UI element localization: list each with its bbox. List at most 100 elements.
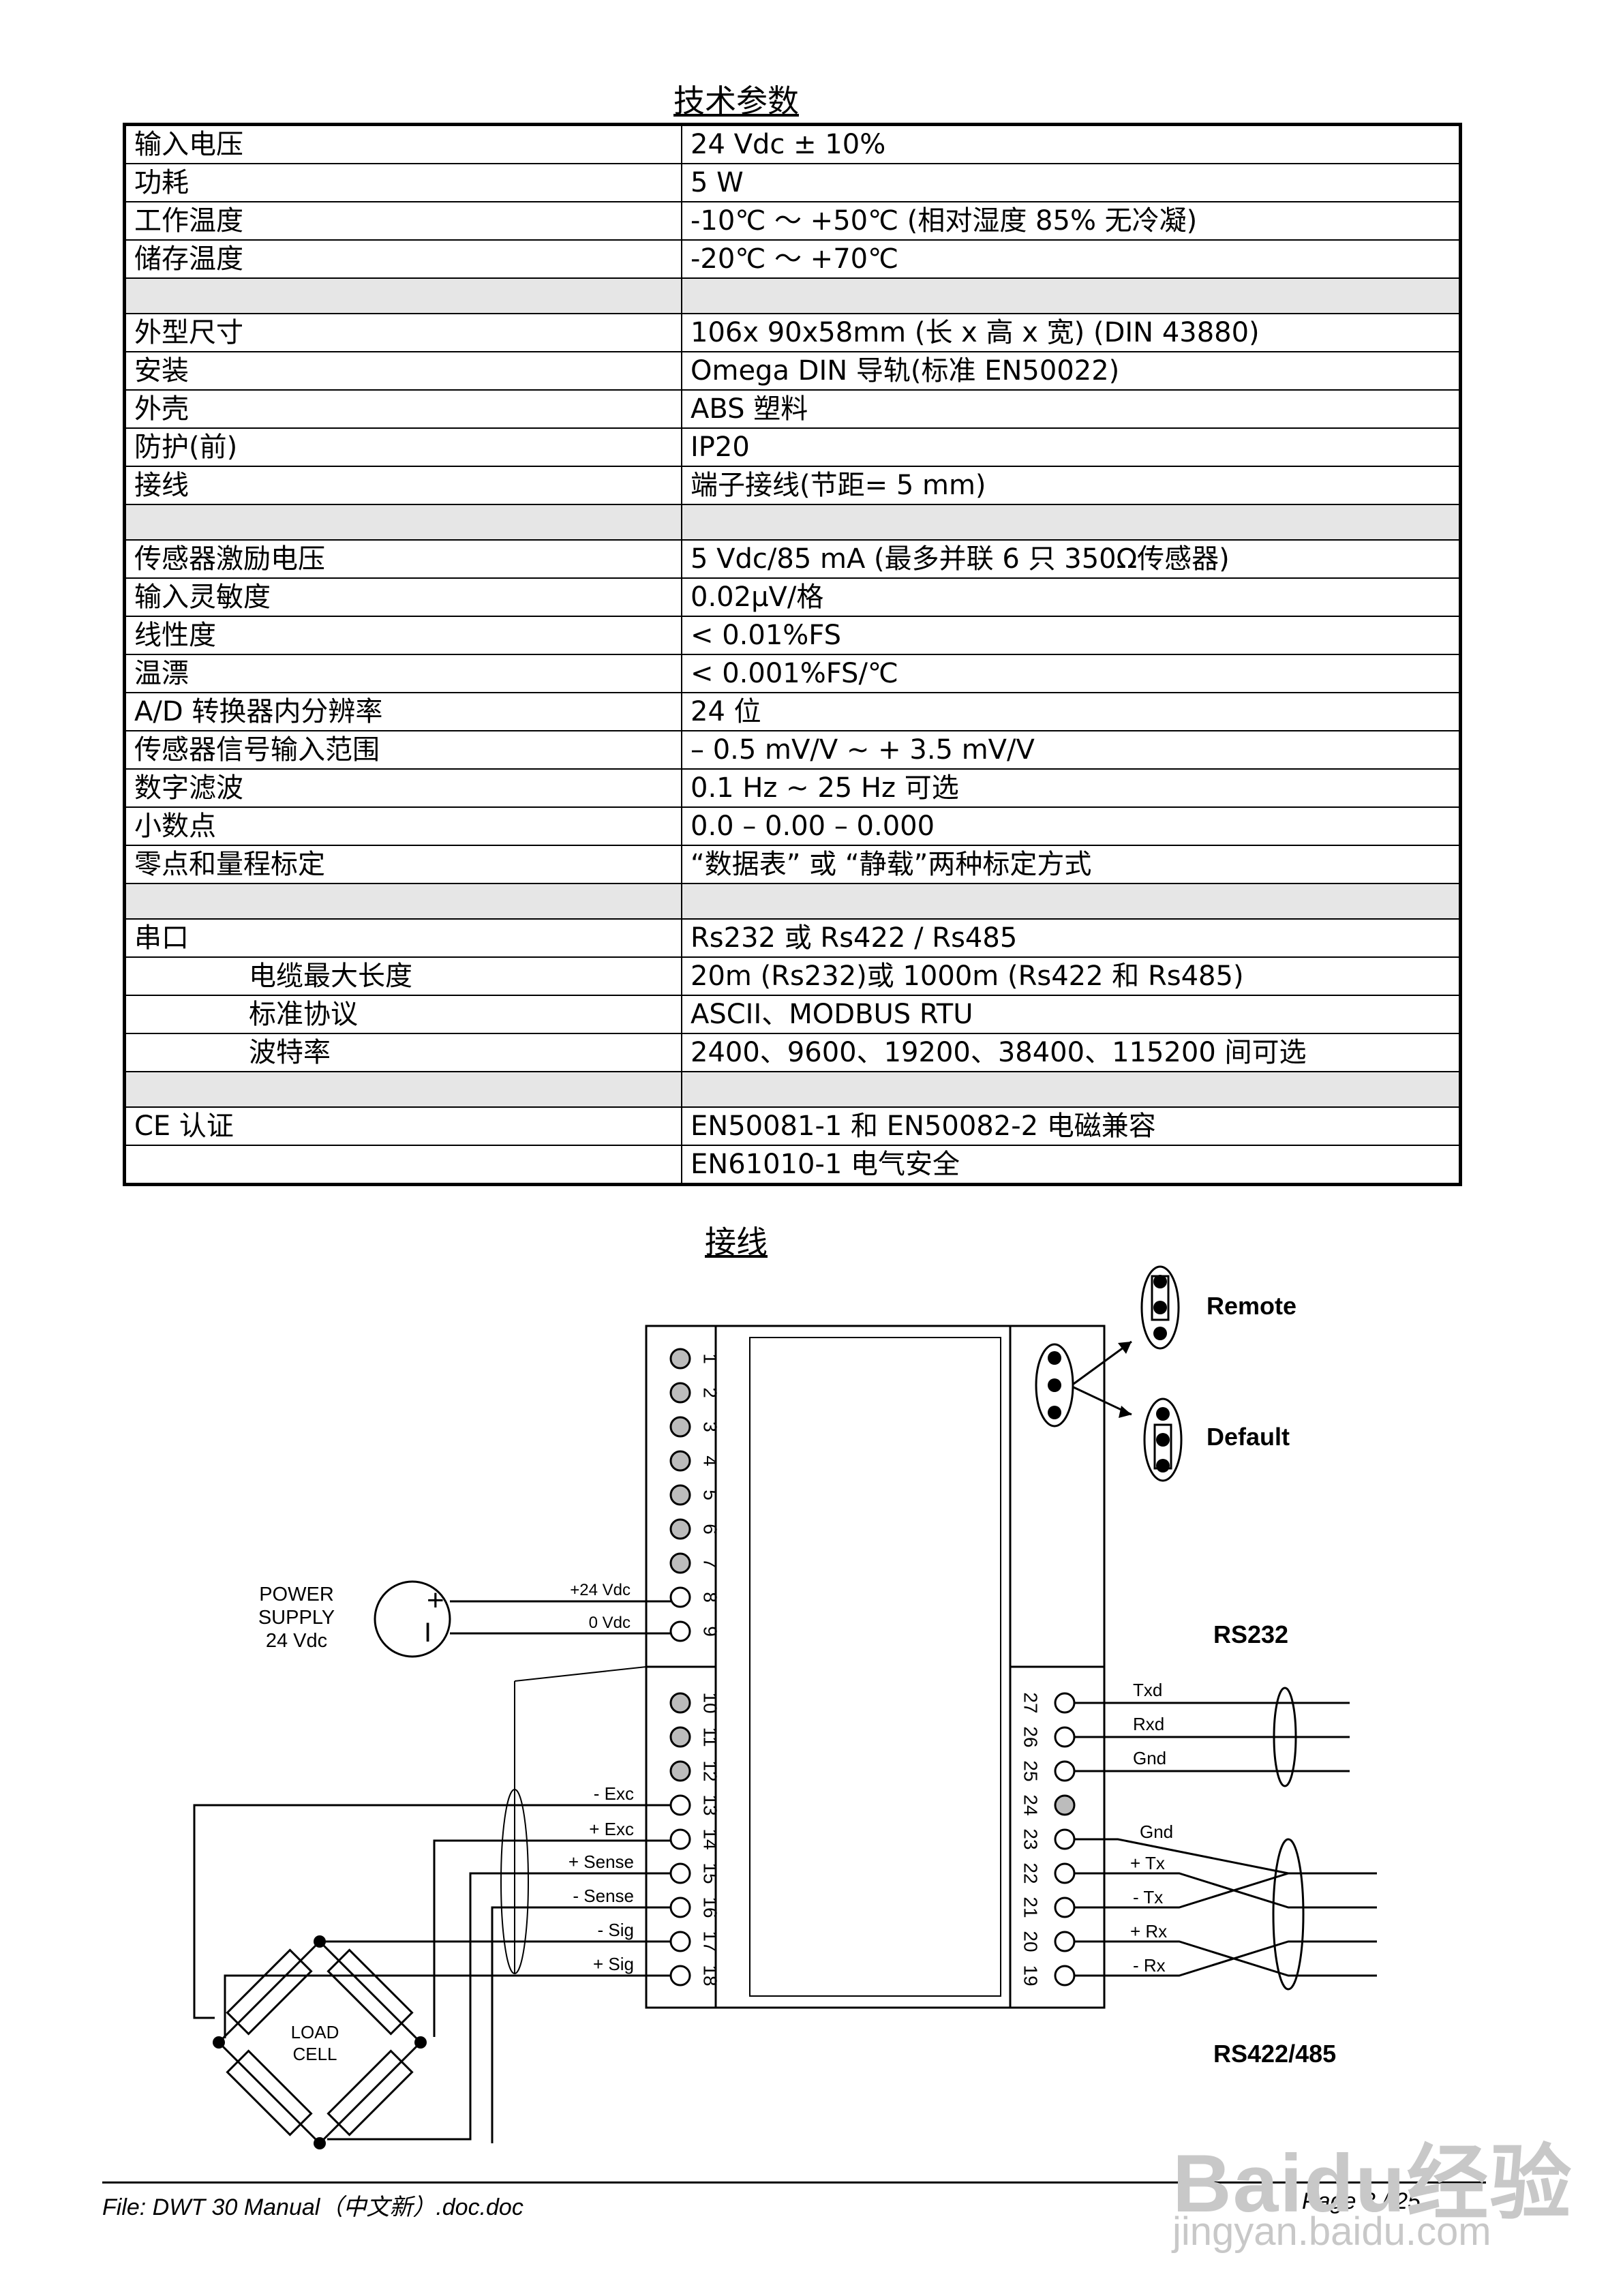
spec-row: 零点和量程标定“数据表” 或 “静载”两种标定方式 — [123, 845, 1461, 884]
spec-label — [123, 1071, 682, 1108]
terminal-hole — [669, 1828, 691, 1850]
spec-value: Omega DIN 导轨(标准 EN50022) — [681, 351, 1461, 391]
wire-label: + Exc — [589, 1819, 634, 1839]
remote-label: Remote — [1207, 1292, 1296, 1320]
spec-value: -10℃ ～ +50℃ (相对湿度 85% 无冷凝) — [681, 201, 1461, 241]
jumper-socket — [1035, 1343, 1074, 1428]
spec-label: 防护(前) — [123, 427, 682, 467]
spec-label: 标准协议 — [123, 995, 682, 1034]
wire-label: Rxd — [1133, 1714, 1164, 1734]
wire-label: Gnd — [1140, 1822, 1173, 1842]
wire-label: - Sense — [573, 1886, 634, 1906]
terminal-number: 27 — [1020, 1692, 1042, 1713]
terminal-number: 15 — [700, 1862, 721, 1884]
spec-title: 技术参数 — [673, 82, 799, 119]
spec-label: 传感器激励电压 — [123, 539, 682, 579]
spec-value: EN50081-1 和 EN50082-2 电磁兼容 — [681, 1106, 1461, 1146]
terminal-number: 3 — [700, 1421, 721, 1432]
spec-label: 外型尺寸 — [123, 313, 682, 352]
footer-file: File: DWT 30 Manual（中文新）.doc.doc — [102, 2194, 524, 2220]
terminal-number: 10 — [700, 1692, 721, 1713]
wire-label: +24 Vdc — [570, 1581, 631, 1599]
power-supply-label: 24 Vdc — [266, 1630, 327, 1652]
terminal-hole — [669, 1382, 691, 1404]
spec-label — [123, 277, 682, 314]
spec-value: 5 W — [681, 163, 1461, 202]
wire-label: + Sig — [593, 1954, 634, 1974]
spec-value: 0.02μV/格 — [681, 577, 1461, 617]
spec-label: 安装 — [123, 351, 682, 391]
spec-label: 输入灵敏度 — [123, 577, 682, 617]
rs232-title: RS232 — [1213, 1620, 1288, 1648]
terminal-hole — [669, 1862, 691, 1884]
terminal-hole — [1054, 1897, 1076, 1918]
display-window — [749, 1337, 1001, 1997]
terminal-hole — [1054, 1862, 1076, 1884]
power-supply-label: SUPPLY — [258, 1607, 335, 1629]
spec-value — [681, 1071, 1461, 1108]
spec-label: 波特率 — [123, 1033, 682, 1072]
terminal-hole — [669, 1416, 691, 1438]
spec-value: 24 Vdc ± 10% — [681, 123, 1461, 164]
spec-label — [123, 1145, 682, 1185]
spec-label: 输入电压 — [123, 123, 682, 164]
spec-value: 2400、9600、19200、38400、115200 间可选 — [681, 1033, 1461, 1072]
spec-row: 工作温度-10℃ ～ +50℃ (相对湿度 85% 无冷凝) — [123, 201, 1461, 241]
default-label: Default — [1207, 1423, 1290, 1451]
terminal-number: 18 — [700, 1965, 721, 1986]
power-supply-symbol — [374, 1580, 451, 1658]
spec-separator-row — [123, 277, 1461, 314]
terminal-number: 25 — [1020, 1760, 1042, 1781]
terminal-hole — [669, 1552, 691, 1574]
terminal-number: 2 — [700, 1387, 721, 1398]
wire-label: + Rx — [1130, 1921, 1167, 1942]
spec-value: 0.0 – 0.00 – 0.000 — [681, 806, 1461, 846]
rs485-title: RS422/485 — [1213, 2040, 1336, 2068]
spec-value: – 0.5 mV/V ~ + 3.5 mV/V — [681, 730, 1461, 770]
terminal-number: 4 — [700, 1455, 721, 1466]
spec-value: ABS 塑料 — [681, 389, 1461, 429]
spec-value — [681, 883, 1461, 920]
wire-label: Txd — [1133, 1680, 1162, 1700]
wire-label: + Sense — [568, 1852, 634, 1872]
terminal-number: 11 — [700, 1727, 721, 1747]
terminal-number: 12 — [700, 1760, 721, 1781]
terminal-hole — [1054, 1726, 1076, 1748]
spec-label — [123, 883, 682, 920]
terminal-number: 9 — [700, 1626, 721, 1637]
jumper-default — [1143, 1398, 1183, 1482]
terminal-hole — [669, 1692, 691, 1714]
spec-row: 线性度< 0.01%FS — [123, 616, 1461, 655]
terminal-number: 8 — [700, 1592, 721, 1603]
spec-value: EN61010-1 电气安全 — [681, 1145, 1461, 1185]
wire-label: 0 Vdc — [589, 1614, 631, 1632]
wire-label: - Exc — [594, 1783, 634, 1804]
spec-value: < 0.001%FS/℃ — [681, 654, 1461, 693]
terminal-hole — [669, 1965, 691, 1987]
bridge-resistor — [226, 2049, 313, 2136]
spec-value: < 0.01%FS — [681, 616, 1461, 655]
rs232-shield — [1273, 1687, 1297, 1787]
spec-row: 传感器信号输入范围– 0.5 mV/V ~ + 3.5 mV/V — [123, 730, 1461, 770]
footer-rule — [102, 2181, 1486, 2184]
load-cell-label: CELL — [292, 2044, 337, 2064]
terminal-hole — [669, 1348, 691, 1370]
spec-label: 传感器信号输入范围 — [123, 730, 682, 770]
spec-value: 106x 90x58mm (长 x 高 x 宽) (DIN 43880) — [681, 313, 1461, 352]
spec-label: 外壳 — [123, 389, 682, 429]
terminal-number: 14 — [700, 1828, 721, 1849]
load-cell-bridge — [217, 1939, 423, 2145]
spec-row: 储存温度-20℃ ～ +70℃ — [123, 239, 1461, 279]
